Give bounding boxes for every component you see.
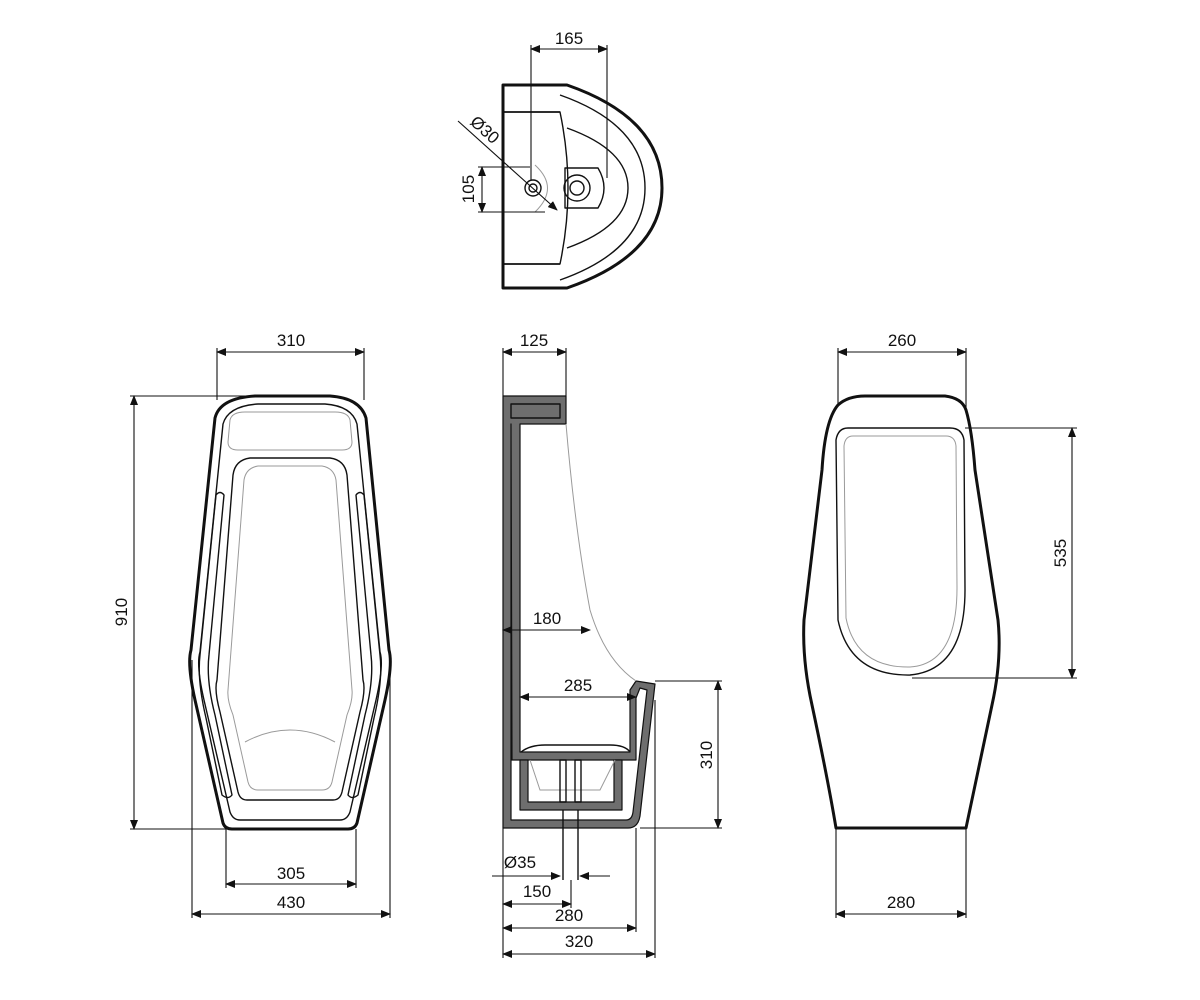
dim-side-opening-height: 535 xyxy=(1051,539,1070,567)
dim-side-top-width: 260 xyxy=(888,331,916,350)
dim-side-base-width: 280 xyxy=(887,893,915,912)
top-view-basin xyxy=(503,111,569,265)
section-view: 125 180 285 310 Ø35 150 280 320 xyxy=(492,331,722,958)
dim-front-height: 910 xyxy=(112,598,131,626)
dim-front-top-width: 310 xyxy=(277,331,305,350)
front-view-bowl xyxy=(227,465,353,791)
dim-hole-diameter: Ø30 xyxy=(466,112,503,148)
front-view-outline xyxy=(188,394,392,831)
front-view: 310 910 305 430 xyxy=(112,331,392,918)
section-view-bowl-inner xyxy=(520,744,631,753)
top-view-outline xyxy=(501,83,664,290)
dim-section-rim-height: 310 xyxy=(697,741,716,769)
top-view-inlet-hole xyxy=(524,179,542,197)
top-view-inner-shell xyxy=(559,94,646,281)
dim-front-max-width: 430 xyxy=(277,893,305,912)
side-view: 260 535 280 xyxy=(802,331,1077,918)
front-view-bowl-frame xyxy=(215,457,365,801)
section-view-trap xyxy=(519,759,623,811)
top-view-outlet-inner xyxy=(569,180,585,196)
dim-section-inner-depth: 180 xyxy=(533,609,561,628)
front-view-spreader xyxy=(227,411,353,451)
dim-section-outlet-offset: 150 xyxy=(523,882,551,901)
dim-section-bowl-depth: 285 xyxy=(564,676,592,695)
top-view: 165 Ø30 105 xyxy=(457,29,664,290)
section-view-back-curve xyxy=(565,423,637,682)
dim-section-outlet-diameter: Ø35 xyxy=(504,853,536,872)
top-view-basin-rim xyxy=(566,127,629,249)
top-view-outlet-outer xyxy=(563,174,591,202)
front-view-left-rib xyxy=(198,491,233,799)
front-view-right-rib xyxy=(347,491,382,799)
side-view-opening-inner xyxy=(843,435,958,668)
section-view-spreader xyxy=(510,403,561,419)
side-view-outline xyxy=(802,394,1001,830)
dim-section-total-depth: 320 xyxy=(565,932,593,951)
side-view-opening-outer xyxy=(835,427,966,676)
dim-front-base-width: 305 xyxy=(277,864,305,883)
dim-section-base-depth: 280 xyxy=(555,906,583,925)
dim-hole-offset: 105 xyxy=(459,175,478,203)
top-view-outlet-housing xyxy=(564,167,605,209)
dim-section-top-depth: 125 xyxy=(520,331,548,350)
dim-top-width: 165 xyxy=(555,29,583,48)
